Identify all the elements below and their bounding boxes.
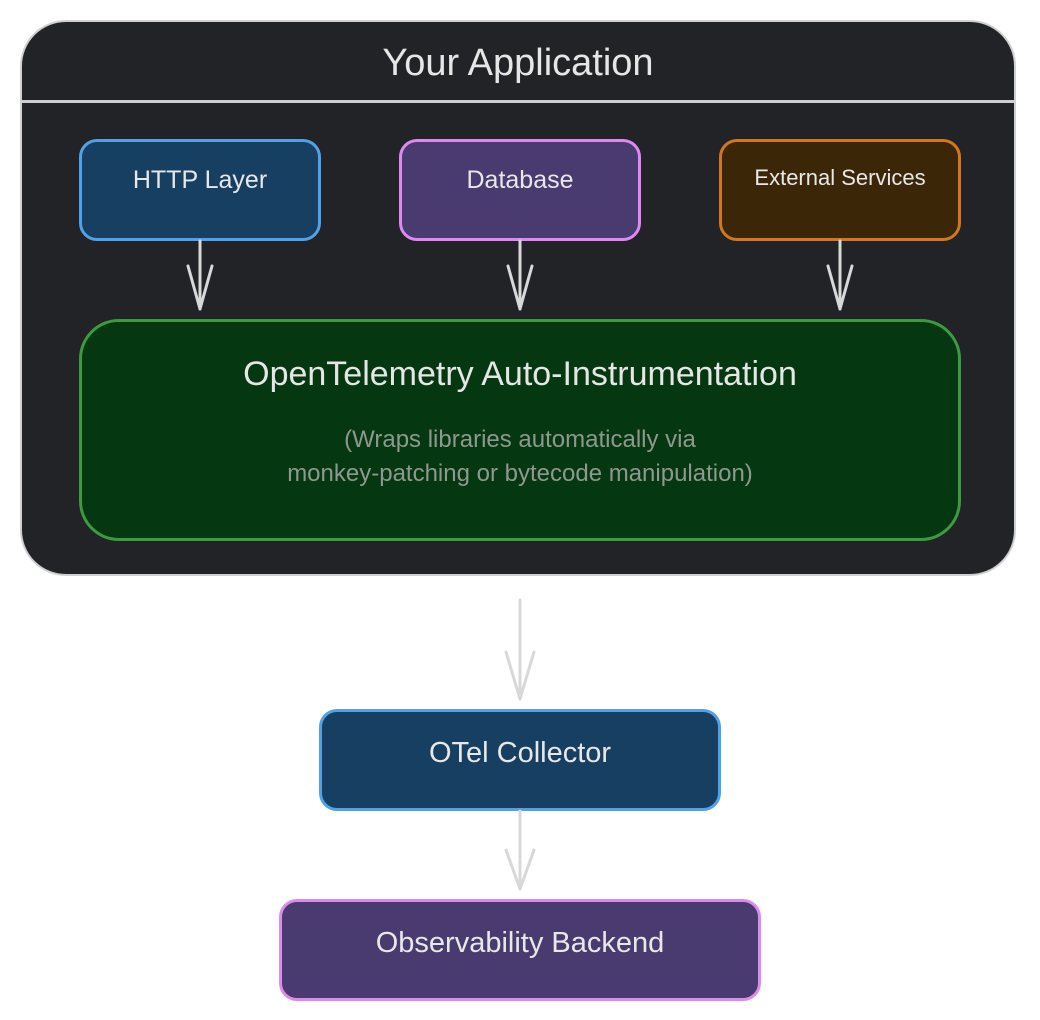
auto-instrumentation-title: OpenTelemetry Auto-Instrumentation xyxy=(243,355,797,393)
http-layer-label: HTTP Layer xyxy=(132,166,268,194)
collector-to-backend-arrow xyxy=(504,809,536,891)
description-line-2: monkey-patching or bytecode manipulation… xyxy=(287,460,753,487)
application-title: Your Application xyxy=(22,22,1014,103)
auto-instrumentation-description: (Wraps libraries automatically via monke… xyxy=(82,423,958,491)
observability-backend-label: Observability Backend xyxy=(375,927,665,959)
otel-collector-label: OTel Collector xyxy=(428,737,612,769)
database-node: Database xyxy=(399,139,641,241)
observability-backend-node: Observability Backend xyxy=(279,899,761,1001)
otel-collector-node: OTel Collector xyxy=(319,709,721,811)
auto-instrumentation-node: OpenTelemetry Auto-Instrumentation (Wrap… xyxy=(79,319,961,541)
database-label: Database xyxy=(466,166,574,194)
application-to-collector-arrow xyxy=(504,598,536,701)
http-layer-node: HTTP Layer xyxy=(79,139,321,241)
external-services-label: External Services xyxy=(754,164,926,190)
description-line-1: (Wraps libraries automatically via xyxy=(344,426,696,453)
external-services-node: External Services xyxy=(719,139,961,241)
